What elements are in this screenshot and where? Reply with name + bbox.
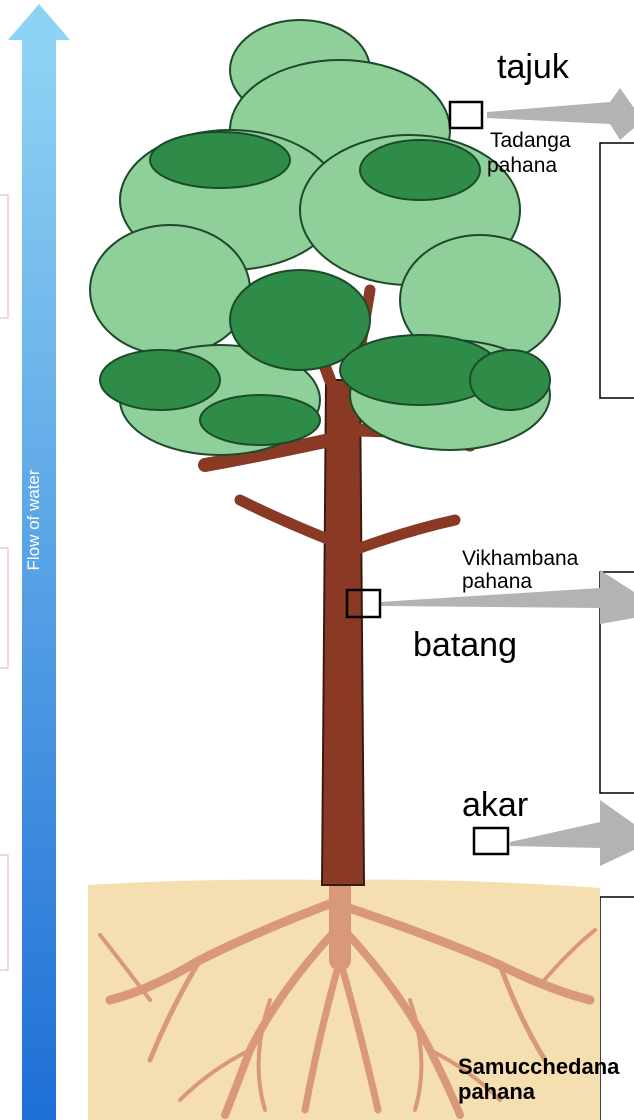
stem-label: batang <box>413 628 517 664</box>
left-panel-edges <box>0 195 8 970</box>
flow-of-water-label: Flow of water <box>22 450 46 590</box>
stem-section-label-line2: pahana <box>462 571 532 593</box>
root-label: akar <box>462 788 528 824</box>
root-section-label-line2: pahana <box>458 1080 535 1103</box>
crown-sample-box <box>450 102 482 128</box>
right-panel-edges <box>600 143 634 1120</box>
crown-section-label-line1: Tadanga <box>490 130 571 152</box>
stem-section-label-line1: Vikhambana <box>462 548 578 570</box>
root-sample-box <box>474 828 508 854</box>
crown-label: tajuk <box>497 50 569 86</box>
crown-section-label-line2: pahana <box>487 155 557 177</box>
root-section-label-line1: Samucchedana <box>458 1055 619 1078</box>
